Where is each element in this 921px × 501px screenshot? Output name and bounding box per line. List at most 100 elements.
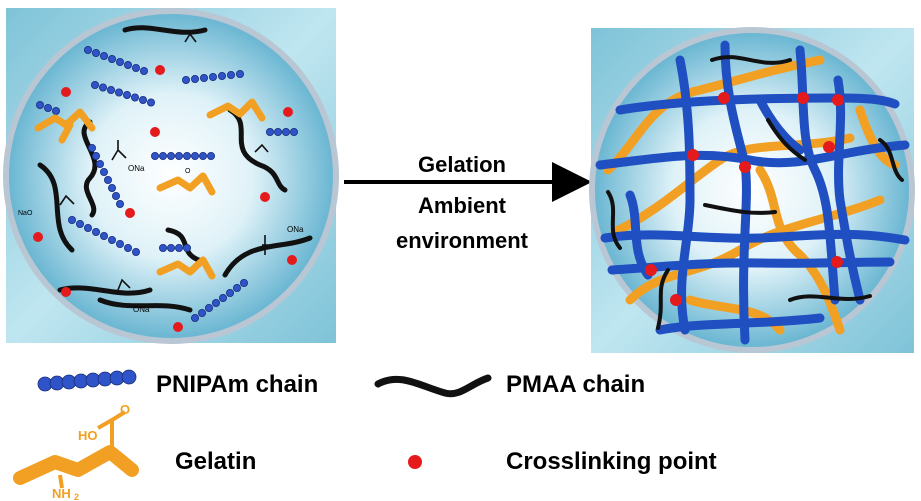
legend-pmaa-label: PMAA chain (506, 371, 646, 398)
pnipam-bead (123, 91, 132, 100)
pnipam-bead (211, 298, 220, 307)
pnipam-bead (138, 96, 147, 105)
pnipam-bead (108, 183, 117, 192)
pnipam-bead (130, 93, 139, 102)
legend-pnipam-label: PNIPAm chain (156, 371, 319, 398)
process-step-environment: environment (395, 228, 529, 253)
pnipam-bead (217, 72, 226, 81)
pnipam-bead (190, 151, 199, 160)
pre-gelation-panel: ONa NaO ONa ONa O (3, 8, 339, 344)
pnipam-bead (204, 303, 213, 312)
pnipam-bead (166, 243, 175, 252)
pnipam-bead (197, 308, 206, 317)
pnipam-bead (158, 151, 167, 160)
pnipam-bead (190, 75, 199, 84)
pnipam-bead (88, 143, 97, 152)
pnipam-bead (84, 223, 93, 232)
free-crosslinkers-left (33, 65, 297, 332)
pnipam-bead (225, 288, 234, 297)
pnipam-bead (139, 67, 148, 76)
crosslinking-points-right (645, 92, 844, 306)
pnipam-bead (52, 107, 61, 116)
post-gelation-panel (589, 27, 915, 353)
svg-text:ONa: ONa (287, 225, 304, 234)
pnipam-bead (208, 73, 217, 82)
pnipam-bead (206, 151, 215, 160)
pnipam-bead (92, 151, 101, 160)
pnipam-bead (146, 98, 155, 107)
pnipam-bead (100, 167, 109, 176)
pnipam-bead (36, 101, 45, 110)
pnipam-bead (190, 313, 199, 322)
pnipam-bead (112, 191, 121, 200)
pnipam-bead (131, 64, 140, 73)
pnipam-bead (281, 127, 290, 136)
process-step-gelation: Gelation (417, 152, 506, 177)
svg-text:NaO: NaO (18, 210, 33, 217)
pnipam-bead (124, 243, 133, 252)
legend-gelatin-icon: HO O NH 2 (13, 402, 139, 501)
pnipam-bead (150, 151, 159, 160)
pnipam-bead (108, 235, 117, 244)
pnipam-bead (99, 83, 108, 92)
pnipam-bead (104, 175, 113, 184)
pnipam-bead (44, 104, 53, 113)
svg-text:NH: NH (52, 486, 71, 501)
pnipam-bead (273, 127, 282, 136)
pnipam-bead (96, 159, 105, 168)
pnipam-bead (289, 127, 298, 136)
pmaa-network-right (606, 55, 904, 330)
legend-gelatin-label: Gelatin (175, 448, 257, 475)
pnipam-bead (182, 151, 191, 160)
chem-text-left: ONa NaO ONa ONa O (18, 164, 304, 314)
legend-pmaa-icon (374, 374, 492, 398)
pnipam-bead (226, 71, 235, 80)
pnipam-bead (239, 278, 248, 287)
pnipam-bead (199, 74, 208, 83)
pnipam-bead (121, 369, 137, 385)
pnipam-bead (92, 49, 101, 58)
pnipam-bead (116, 239, 125, 248)
legend-crosslink-icon (408, 455, 422, 469)
pnipam-bead (84, 46, 93, 55)
pnipam-chains-left (36, 46, 298, 322)
pnipam-bead (116, 199, 125, 208)
process-step-ambient: Ambient (418, 193, 506, 218)
pnipam-bead (131, 247, 140, 256)
pnipam-bead (174, 151, 183, 160)
svg-text:O: O (120, 402, 130, 417)
pnipam-bead (158, 243, 167, 252)
pnipam-bead (166, 151, 175, 160)
svg-text:O: O (185, 168, 191, 175)
pnipam-bead (181, 76, 190, 85)
svg-text:2: 2 (74, 492, 79, 501)
pnipam-bead (108, 55, 117, 64)
legend-pnipam-icon (37, 369, 137, 392)
pnipam-bead (76, 219, 85, 228)
pnipam-bead (174, 243, 183, 252)
svg-text:ONa: ONa (128, 164, 145, 173)
pnipam-bead (265, 127, 274, 136)
pnipam-bead (116, 58, 125, 67)
pnipam-bead (124, 61, 133, 70)
left-sphere (3, 8, 339, 344)
svg-text:ONa: ONa (133, 305, 150, 314)
pmaa-chains-left (37, 25, 313, 313)
pnipam-bead (115, 88, 124, 97)
pnipam-bead (232, 283, 241, 292)
gelatin-molecules-left (34, 98, 266, 280)
pnipam-bead (92, 227, 101, 236)
pnipam-bead (235, 70, 244, 79)
pnipam-bead (91, 81, 100, 90)
pnipam-bead (182, 243, 191, 252)
svg-text:HO: HO (78, 428, 98, 443)
pnipam-bead (100, 231, 109, 240)
pnipam-bead (68, 215, 77, 224)
pnipam-bead (100, 52, 109, 61)
carboxylate-groups-left (59, 32, 269, 291)
legend-crosslink-label: Crosslinking point (506, 448, 717, 475)
pnipam-bead (107, 86, 116, 95)
pnipam-bead (198, 151, 207, 160)
pnipam-bead (218, 293, 227, 302)
